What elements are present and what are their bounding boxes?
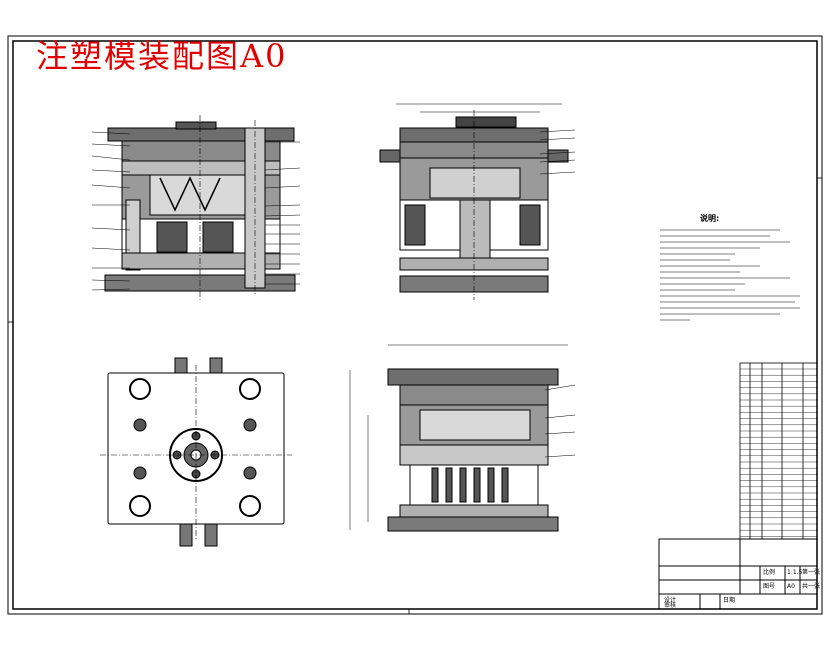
scale-value: 1:1.5	[787, 569, 803, 576]
front-section-view	[91, 115, 301, 300]
designer-label: 设计	[664, 597, 677, 604]
notes-heading: 说明:	[700, 214, 720, 223]
sheet-label: 共一张	[802, 583, 821, 590]
outer-border	[7, 35, 823, 615]
side-section-view	[379, 103, 576, 300]
inner-border	[12, 40, 818, 610]
drawing-title: 注塑模装配图A0	[36, 37, 288, 75]
scale-label: 比例	[763, 569, 776, 576]
parts-list-rows	[740, 368, 817, 537]
size-label: 图号	[763, 583, 776, 590]
size-value: A0	[787, 583, 795, 590]
title-block	[658, 538, 818, 610]
technical-notes	[660, 229, 800, 321]
bottom-section-view	[349, 344, 576, 532]
sheet-label-2: 第一张	[802, 569, 821, 576]
parts-list	[739, 362, 818, 540]
date-label: 日期	[723, 597, 736, 604]
plan-view	[100, 357, 292, 547]
checker-label: 审核	[664, 602, 677, 609]
